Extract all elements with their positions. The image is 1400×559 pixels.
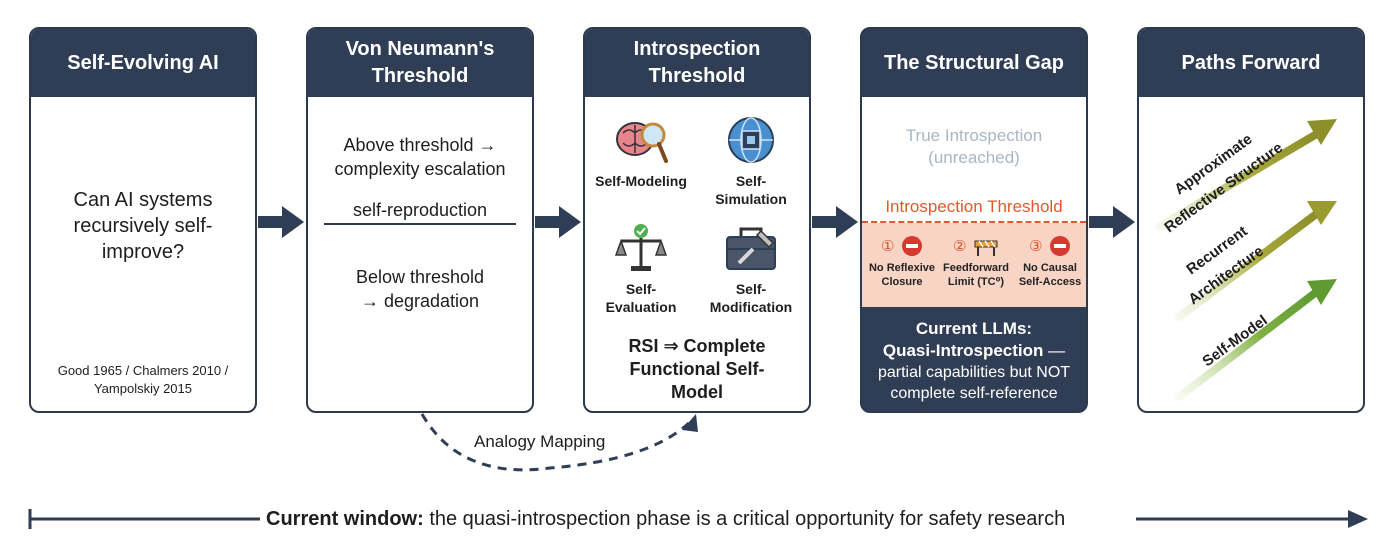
llm-description: partial capabilities but NOT complete se…	[877, 364, 1071, 402]
path-arrow-2	[1175, 201, 1337, 321]
panel-title: The Structural Gap	[862, 29, 1086, 97]
analogy-label: Analogy Mapping	[470, 432, 610, 452]
llm-summary: Current LLMs: Quasi-Introspection — part…	[862, 318, 1086, 404]
llm-heading: Current LLMs:	[915, 319, 1033, 338]
panel-structural-gap: The Structural Gap True Introspection (u…	[860, 27, 1088, 413]
no-entry-icon	[1049, 236, 1070, 256]
flow-arrow-4	[1089, 206, 1135, 238]
analogy-arc	[420, 413, 698, 472]
llm-status: Quasi-Introspection	[882, 341, 1044, 360]
scale-check-icon	[614, 224, 668, 271]
timeline-arrow	[28, 509, 1368, 529]
gap-item-feedforward-limit: ② Feedforward Limit (TC⁰)	[938, 235, 1014, 289]
research-question: Can AI systems recursively self-improve?	[73, 189, 213, 263]
gap-label: No Reflexive Closure	[868, 262, 936, 288]
panel-title: Introspection Threshold	[585, 29, 809, 97]
llm-dash: —	[1043, 341, 1066, 360]
true-introspection-label: True Introspection (unreached)	[905, 126, 1043, 167]
self-modification-item: Self-Modification	[701, 223, 801, 316]
paths-arrows: Approximate Reflective Structure Recurre…	[1155, 119, 1337, 401]
threshold-line	[324, 223, 516, 225]
flow-arrow-1	[258, 206, 304, 238]
self-simulation-item: Self-Simulation	[701, 115, 801, 208]
threshold-label: self-reproduction	[352, 200, 488, 220]
gap-label: No Causal Self-Access	[1018, 262, 1082, 288]
flow-arrow-3	[812, 206, 858, 238]
globe-chip-icon	[728, 117, 774, 163]
below-threshold-text: Below threshold → degradation	[355, 267, 485, 311]
self-modeling-item: Self-Modeling	[591, 115, 691, 190]
panel-title: Paths Forward	[1139, 29, 1363, 97]
icon-label: Self-Simulation	[715, 173, 787, 207]
gap-number: ③	[1029, 238, 1043, 255]
gap-item-reflexive-closure: ① No Reflexive Closure	[864, 235, 940, 289]
gap-number: ②	[953, 238, 967, 255]
path-arrow-3	[1175, 279, 1337, 401]
panel-von-neumann-threshold: Von Neumann's Threshold Above threshold …	[306, 27, 534, 413]
no-entry-icon	[901, 236, 922, 256]
panel-self-evolving-ai: Self-Evolving AI Can AI systems recursiv…	[29, 27, 257, 413]
icon-label: Self-Modification	[709, 281, 793, 315]
gap-number: ①	[881, 238, 895, 255]
icon-label: Self-Evaluation	[605, 281, 677, 315]
path-arrow-1	[1155, 119, 1337, 231]
panel-paths-forward: Paths Forward	[1137, 27, 1365, 413]
footer-rest: the quasi-introspection phase is a criti…	[423, 508, 1066, 530]
footer-caption: Current window: the quasi-introspection …	[266, 508, 1065, 531]
brain-magnifier-icon	[616, 122, 668, 163]
panel-title: Self-Evolving AI	[31, 29, 255, 97]
threshold-dashed-line	[862, 221, 1086, 224]
barrier-icon	[974, 240, 998, 256]
gap-list: ① No Reflexive Closure ② Feedforward Lim…	[862, 223, 1086, 307]
icon-label: Self-Modeling	[595, 173, 687, 189]
panel-introspection-threshold: Introspection Threshold Self-Modeling Se…	[583, 27, 811, 413]
toolbox-icon	[726, 227, 776, 270]
panel-title: Von Neumann's Threshold	[308, 29, 532, 97]
gap-label: Feedforward Limit (TC⁰)	[942, 262, 1009, 288]
rsi-conclusion: RSI ⇒ Complete Functional Self-Model	[628, 336, 766, 402]
self-evaluation-item: Self-Evaluation	[591, 223, 691, 316]
citation: Good 1965 / Chalmers 2010 / Yampolskiy 2…	[57, 363, 229, 396]
above-threshold-text: Above threshold → complexity escalation	[334, 135, 506, 179]
path-label-3: Self-Model	[1199, 312, 1270, 370]
threshold-label: Introspection Threshold	[885, 197, 1063, 216]
flow-arrow-2	[535, 206, 581, 238]
footer-bold: Current window:	[266, 508, 424, 530]
gap-item-causal-self-access: ③ No Causal Self-Access	[1012, 235, 1086, 289]
